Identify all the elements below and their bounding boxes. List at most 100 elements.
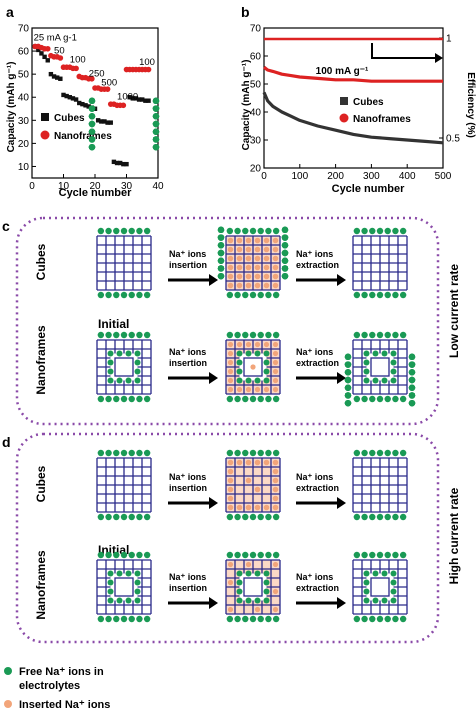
free-ion-inner: [263, 588, 270, 595]
cubes-point: [61, 92, 66, 98]
free-ion: [376, 449, 384, 457]
free-ion: [384, 331, 391, 339]
free-ion: [217, 242, 225, 249]
inserted-ion: [254, 264, 261, 271]
panel-a-legend: Cubes Nanoframes: [40, 113, 112, 142]
nanoframe-lattice: [352, 559, 408, 615]
legend-cubes-label: Cubes: [54, 113, 85, 124]
free-ion: [113, 449, 120, 457]
panel-d-cubes-row-label: Cubes: [34, 465, 48, 502]
free-ion-inner: [107, 359, 114, 366]
free-ion: [344, 353, 352, 361]
free-ion: [392, 615, 399, 623]
inserted-ion: [245, 246, 252, 253]
inserted-ion: [227, 477, 234, 484]
free-ion: [361, 551, 368, 559]
free-ion-inner: [263, 350, 270, 357]
d-cubes-extraction-label: extraction: [296, 483, 339, 493]
panel-c-label: c: [2, 218, 10, 234]
frame-inner-square: [114, 577, 134, 597]
free-ion: [143, 395, 151, 403]
inserted-ion: [272, 237, 279, 244]
free-ion-inner: [134, 368, 141, 375]
panel-b-xtick-label: 300: [363, 171, 380, 182]
cube-lattice: [96, 235, 152, 291]
free-ion: [88, 128, 96, 135]
free-ion: [384, 449, 391, 457]
panel-b-ytick-label: 60: [250, 52, 262, 63]
free-ion: [408, 392, 416, 399]
panel-d-dotted-border: [15, 432, 440, 644]
free-ion-inner: [236, 368, 243, 375]
free-ion: [376, 513, 384, 521]
free-ion-inner: [236, 570, 243, 577]
nanoframes-point: [145, 66, 152, 73]
free-ion: [143, 291, 151, 299]
free-ion: [120, 227, 128, 235]
panel-a-xtick-label: 30: [121, 181, 133, 192]
free-ion: [143, 615, 151, 623]
free-ion-inner: [116, 597, 123, 604]
free-ion-inner: [134, 359, 141, 366]
inserted-ion: [227, 579, 234, 586]
legend-free-ion-marker: [4, 667, 12, 675]
free-ion: [384, 227, 391, 235]
free-ion: [257, 291, 264, 299]
free-ion: [353, 291, 361, 299]
inserted-ion: [272, 606, 279, 613]
inserted-ion: [245, 237, 252, 244]
free-ion: [143, 227, 151, 235]
panel-b-ytick-label: 70: [250, 24, 262, 35]
nanoframes-point: [104, 86, 111, 92]
inserted-ion: [272, 282, 279, 289]
free-ion: [217, 257, 225, 264]
free-ion: [408, 353, 416, 361]
free-ion: [120, 395, 128, 403]
free-ion-inner: [363, 588, 370, 595]
free-ion: [249, 291, 257, 299]
inserted-ion: [236, 264, 243, 271]
free-ion: [376, 227, 384, 235]
inserted-ion: [236, 386, 243, 393]
free-ion: [152, 105, 160, 112]
d-cubes-extraction-ions: Na⁺ ions: [296, 472, 333, 482]
c-cubes-insertion-ions: Na⁺ ions: [169, 249, 206, 259]
inserted-ion: [272, 377, 279, 384]
free-ion: [399, 395, 407, 403]
free-ion: [97, 551, 105, 559]
free-ion: [128, 513, 135, 521]
panel-b-ylabel: Capacity (mAh g⁻¹): [241, 60, 252, 151]
panel-b-rate-label: 100 mA g⁻¹: [316, 66, 369, 77]
free-ion: [376, 331, 384, 339]
free-ion-inner: [107, 588, 114, 595]
free-ion: [152, 143, 160, 151]
cubes-point: [121, 161, 126, 167]
free-ion: [369, 615, 376, 623]
free-ion-inner: [363, 579, 370, 586]
free-ion: [242, 449, 249, 457]
panel-d-label: d: [2, 434, 11, 450]
inserted-ion: [263, 504, 270, 511]
free-ion: [353, 551, 361, 559]
cubes-point: [58, 76, 63, 81]
free-ion: [120, 513, 128, 521]
cubes-point: [146, 98, 151, 103]
inserted-ion: [227, 504, 234, 511]
nanoframes-point: [120, 102, 127, 109]
free-ion: [234, 449, 241, 457]
inserted-ion: [263, 264, 270, 271]
free-ion-inner: [245, 377, 252, 384]
free-ion: [265, 331, 272, 339]
free-ion: [361, 227, 368, 235]
free-ion: [399, 291, 407, 299]
cubes-point: [111, 159, 117, 165]
free-ion: [217, 234, 225, 241]
inserted-ion: [254, 341, 261, 348]
panel-b-xtick-label: 100: [291, 171, 308, 182]
free-ion-inner: [372, 350, 379, 357]
cubes-point: [124, 161, 129, 167]
nanoframes-point: [89, 75, 95, 82]
insertion-arrow-head: [209, 497, 218, 509]
nanoframes-point: [44, 45, 51, 52]
